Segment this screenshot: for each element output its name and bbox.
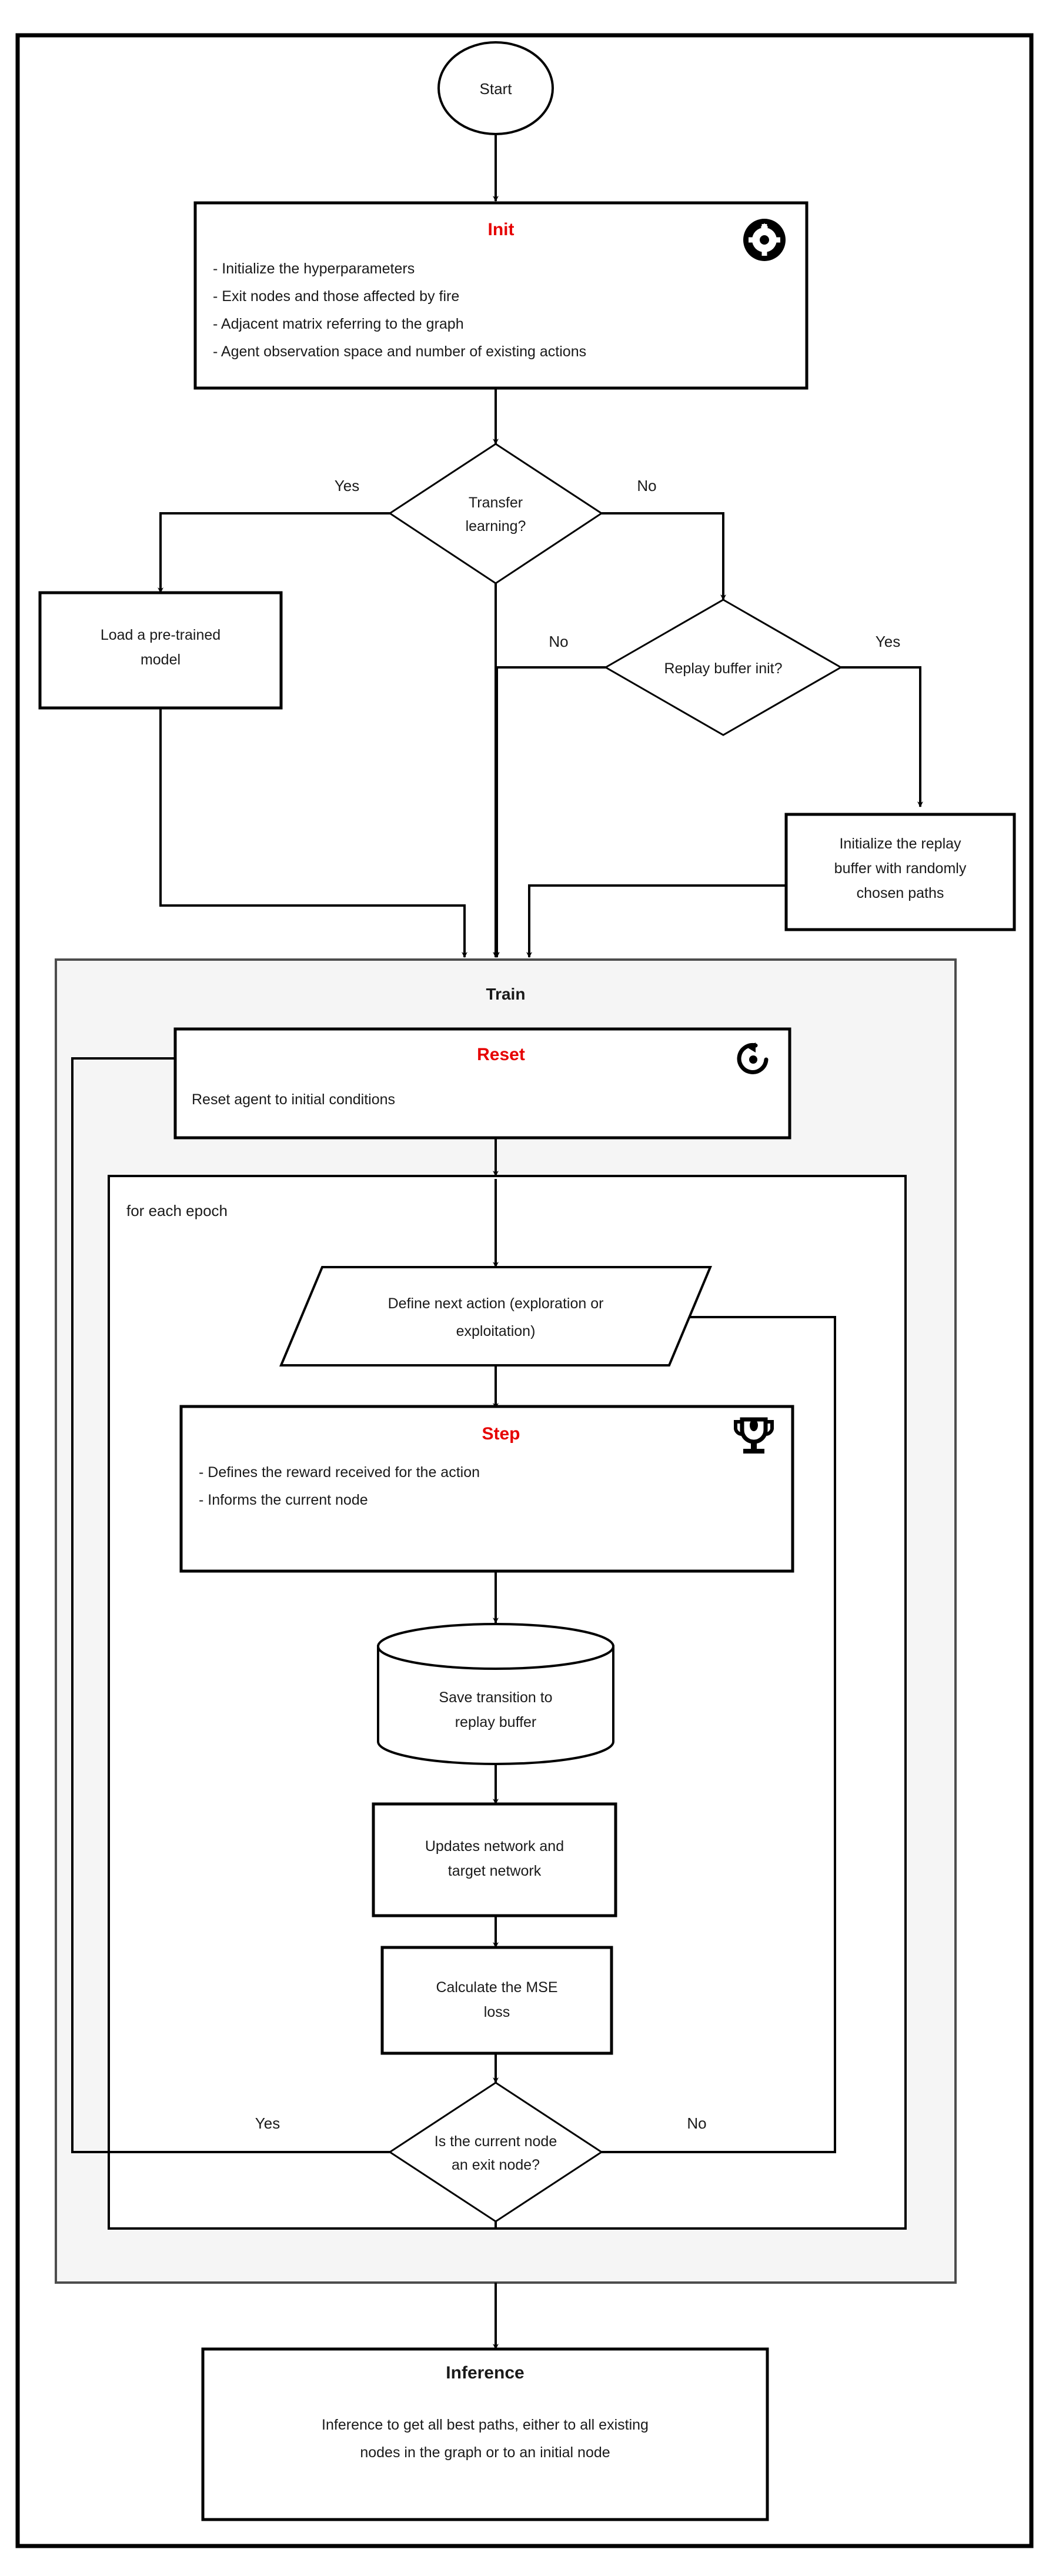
step-line-1: - Defines the reward received for the ac… [199, 1464, 480, 1481]
edge-transfer-no [602, 512, 726, 600]
calculate-loss-line1: Calculate the MSE [436, 1979, 557, 1996]
init-line-1: - Initialize the hyperparameters [213, 260, 415, 277]
init-line-2: - Exit nodes and those affected by fire [213, 288, 459, 305]
save-transition-line1: Save transition to [439, 1689, 552, 1706]
cylinder-body [377, 1645, 614, 1765]
trophy-icon [734, 1417, 774, 1454]
edge-label-replay-yes: Yes [876, 633, 900, 650]
init-replay-line3: chosen paths [857, 885, 944, 901]
step-title: Step [482, 1424, 520, 1444]
load-model-box [38, 591, 283, 710]
exit-node-line2: an exit node? [452, 2157, 540, 2173]
edge-loadmodel-to-train [159, 707, 467, 958]
step-line-2: - Informs the current node [199, 1492, 368, 1508]
node-transfer-learning[interactable]: Transfer learning? [388, 443, 603, 584]
exit-node-line1: Is the current node [435, 2133, 557, 2150]
start-label: Start [480, 80, 513, 98]
node-update-networks[interactable]: Updates network and target network [372, 1802, 617, 1917]
define-action-line2: exploitation) [456, 1323, 536, 1339]
edge-replay-no [494, 666, 606, 958]
edge-label-transfer-yes: Yes [335, 477, 359, 495]
start-ellipse [437, 41, 554, 135]
init-title: Init [488, 220, 515, 239]
init-replay-line2: buffer with randomly [834, 860, 967, 877]
replay-buffer-diamond [603, 599, 843, 736]
transfer-label-line1: Transfer [469, 495, 523, 511]
edge-exit-no-loop [602, 1314, 836, 2153]
reset-line: Reset agent to initial conditions [192, 1091, 395, 1108]
node-step[interactable]: Step - Defines the reward received for t… [179, 1405, 794, 1573]
inference-line1: Inference to get all best paths, either … [322, 2417, 649, 2433]
refresh-icon [737, 1043, 769, 1074]
save-transition-line2: replay buffer [455, 1714, 537, 1730]
node-save-transition[interactable]: Save transition to replay buffer [377, 1623, 614, 1765]
init-box [193, 201, 809, 390]
load-model-line1: Load a pre-trained [101, 627, 221, 643]
node-inference[interactable]: Inference Inference to get all best path… [201, 2347, 769, 2521]
inference-title: Inference [446, 2363, 524, 2383]
edge-replay-yes [841, 666, 923, 807]
load-model-line2: model [141, 651, 181, 668]
epoch-group-label: for each epoch [126, 1202, 228, 1219]
node-start[interactable]: Start [437, 41, 554, 135]
node-init[interactable]: Init - Initialize the hyperparameters - … [193, 201, 809, 390]
init-replay-line1: Initialize the replay [839, 836, 961, 852]
edge-label-replay-no: No [549, 633, 568, 650]
train-group-label: Train [486, 985, 526, 1003]
replay-buffer-label: Replay buffer init? [664, 660, 782, 677]
inference-box [201, 2347, 769, 2521]
node-calculate-loss[interactable]: Calculate the MSE loss [380, 1946, 613, 2055]
reset-box [173, 1027, 791, 1140]
inference-line2: nodes in the graph or to an initial node [360, 2444, 610, 2461]
transfer-label-line2: learning? [466, 518, 526, 534]
cylinder-top [377, 1623, 614, 1670]
edge-label-transfer-no: No [637, 477, 656, 495]
node-reset[interactable]: Reset Reset agent to initial conditions [173, 1027, 791, 1140]
init-line-3: - Adjacent matrix referring to the graph [213, 316, 464, 332]
gear-icon [743, 219, 786, 261]
define-action-line1: Define next action (exploration or [388, 1295, 604, 1312]
update-networks-line2: target network [448, 1863, 542, 1879]
calculate-loss-line2: loss [484, 2004, 510, 2020]
transfer-diamond [388, 443, 603, 584]
edge-label-exit-yes: Yes [255, 2114, 280, 2132]
node-load-model[interactable]: Load a pre-trained model [38, 591, 283, 710]
node-replay-buffer-init[interactable]: Replay buffer init? [603, 599, 843, 736]
update-networks-box [372, 1802, 617, 1917]
reset-title: Reset [477, 1045, 525, 1064]
define-action-parallelogram [279, 1266, 713, 1366]
edge-transfer-yes [158, 512, 390, 593]
node-exit-node-decision[interactable]: Is the current node an exit node? [388, 2081, 603, 2223]
exit-node-diamond [388, 2081, 603, 2223]
edge-label-exit-no: No [687, 2114, 706, 2132]
init-replay-buffer-box [784, 813, 1016, 931]
init-line-4: - Agent observation space and number of … [213, 343, 586, 360]
edge-initbuffer-to-train [526, 884, 786, 958]
calculate-loss-box [380, 1946, 613, 2055]
update-networks-line1: Updates network and [425, 1838, 564, 1855]
node-define-action[interactable]: Define next action (exploration or explo… [279, 1266, 713, 1366]
step-box [179, 1405, 794, 1573]
node-init-replay-buffer[interactable]: Initialize the replay buffer with random… [784, 813, 1016, 931]
